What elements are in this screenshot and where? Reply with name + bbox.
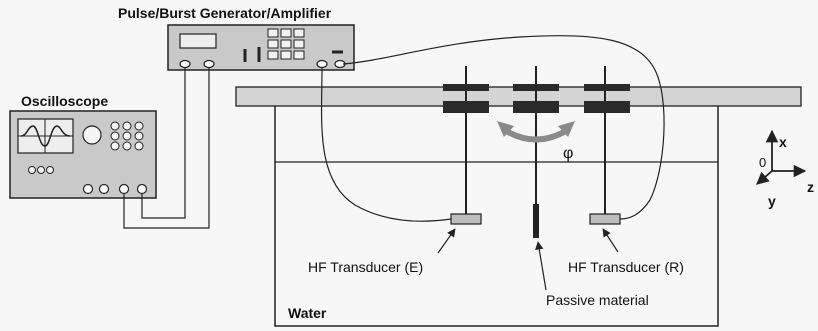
- axis-z-label: z: [807, 179, 814, 195]
- holder-passive-material: [513, 66, 559, 205]
- oscilloscope-device: [9, 110, 157, 199]
- transducer-emitter: [450, 213, 482, 225]
- cable-to-emitter: [320, 66, 452, 222]
- axis-origin-label: 0: [759, 155, 766, 170]
- label-pointers: [437, 228, 619, 291]
- clamp-upper: [513, 84, 559, 91]
- axis-y-label: y: [768, 193, 776, 209]
- clamp-lower: [584, 101, 630, 113]
- generator-label: Pulse/Burst Generator/Amplifier: [118, 5, 332, 21]
- water-tank: [274, 101, 719, 327]
- holder-emitter: [443, 66, 489, 214]
- clamp-lower: [513, 101, 559, 113]
- water-label: Water: [288, 305, 327, 321]
- axis-y-arrow: [756, 170, 773, 185]
- pulse-generator-device: [167, 24, 355, 71]
- holder-receiver: [584, 66, 630, 214]
- cable-trigger: [141, 67, 186, 219]
- oscilloscope-inputs: [82, 183, 148, 195]
- generator-display: [179, 33, 217, 49]
- rotation-arrow-icon: [497, 121, 575, 143]
- cable-to-receiver: [342, 35, 665, 220]
- oscilloscope-knob: [82, 125, 102, 145]
- oscilloscope-label: Oscilloscope: [21, 93, 108, 109]
- clamp-lower: [443, 101, 489, 113]
- oscilloscope-buttons: [110, 121, 144, 151]
- oscilloscope-selectors: [28, 166, 54, 174]
- receiver-transducer-label: HF Transducer (R): [568, 259, 684, 275]
- generator-keypad: [267, 28, 305, 60]
- passive-material-label: Passive material: [546, 292, 649, 308]
- coordinate-axes: [756, 129, 807, 185]
- clamp-upper: [584, 84, 630, 91]
- instrument-cables: [123, 67, 210, 229]
- oscilloscope-waveform: [20, 125, 71, 147]
- clamp-upper: [443, 84, 489, 91]
- passive-material-sample: [533, 204, 539, 238]
- cable-signal: [123, 67, 210, 229]
- rotation-angle-label: φ: [563, 145, 573, 162]
- emitter-transducer-label: HF Transducer (E): [308, 259, 423, 275]
- transducer-receiver: [589, 213, 621, 225]
- axis-x-label: x: [779, 134, 787, 150]
